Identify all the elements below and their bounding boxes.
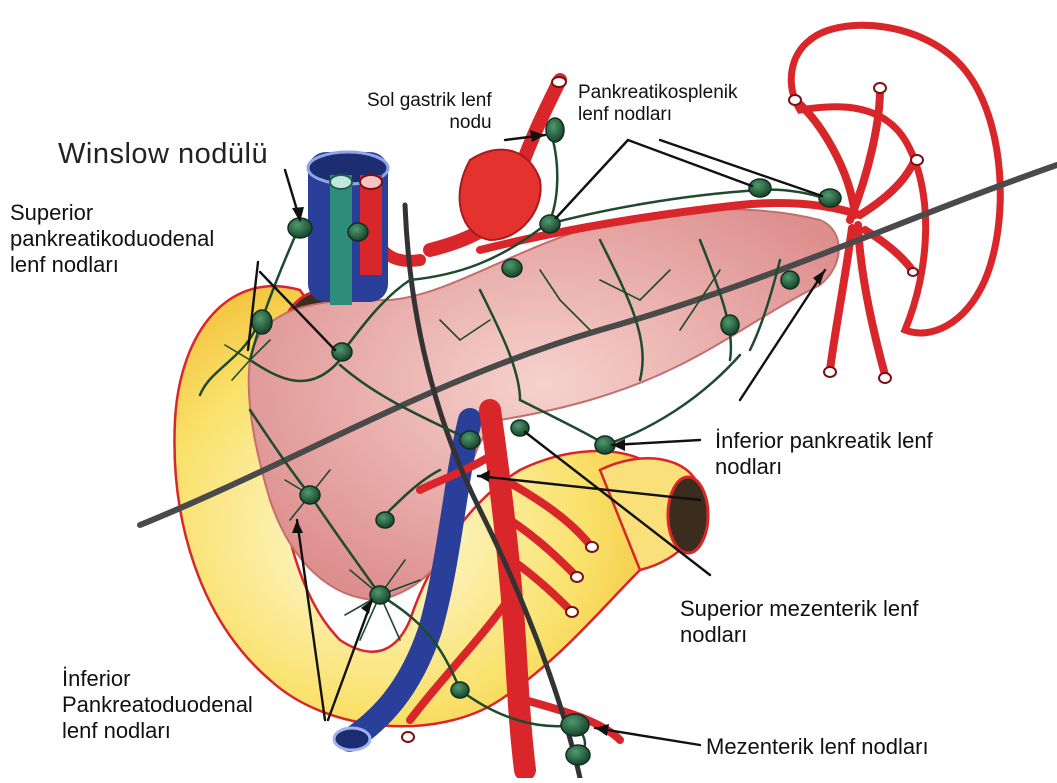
node-sup-pd-2 [332,343,352,361]
label-inferior-pankreatoduodenal: İnferior Pankreatoduodenal lenf nodları [62,666,253,744]
label-sup-pd-line-3: lenf nodları [10,252,214,278]
label-sol-gastrik: Sol gastrik lenf nodu [367,90,492,135]
portal-vein [330,175,352,305]
node-mesenteric-2 [566,745,590,765]
leader-pank-splenik-a [556,140,628,218]
node-sup-pd-1 [252,310,272,334]
node-inf-pancreatic-2 [721,315,739,335]
label-winslow-line-1: Winslow nodülü [58,137,268,171]
smv-lumen [334,728,370,750]
label-sup-mez-line-1: Superior mezenterik lenf [680,596,918,622]
gastric-artery-end [552,77,566,87]
node-inf-pd-1 [300,486,320,504]
label-inf-pank-line-1: İnferior pankreatik lenf [715,428,933,454]
node-pancreatic-upper [502,259,522,277]
leader-pank-splenik-b [628,140,752,186]
label-inf-pd-line-1: İnferior [62,666,253,692]
label-sup-pd-line-1: Superior [10,200,214,226]
node-left-gastric [546,118,564,142]
label-sup-mez-line-2: nodları [680,622,918,648]
label-inf-pd-line-2: Pankreatoduodenal [62,692,253,718]
label-inf-pd-line-3: lenf nodları [62,718,253,744]
node-mesenteric-3 [451,682,469,698]
leader-pank-splenik-c [660,140,822,196]
node-pancreaticosplenic-2 [749,179,771,197]
label-inferior-pankreatik: İnferior pankreatik lenf nodları [715,428,933,480]
leader-inf-pank-a [612,440,700,445]
node-pancreaticosplenic-3 [819,189,841,207]
label-superior-mezenterik: Superior mezenterik lenf nodları [680,596,918,648]
node-sup-mesenteric-1 [460,431,480,449]
node-inf-pd-2 [370,586,390,604]
label-pank-splenik-line-2: lenf nodları [578,104,737,126]
node-inf-pd-3 [376,512,394,528]
node-mesenteric-1 [561,714,589,736]
label-pank-splenik-line-1: Pankreatikosplenik [578,82,737,104]
node-pancreatic-tail [781,271,799,289]
label-mezenterik: Mezenterik lenf nodları [706,734,929,760]
label-superior-pankreatikoduodenal: Superior pankreatikoduodenal lenf nodlar… [10,200,214,278]
label-inf-pank-line-2: nodları [715,454,933,480]
label-sup-pd-line-2: pankreatikoduodenal [10,226,214,252]
node-hepatic [348,223,368,241]
label-winslow: Winslow nodülü [58,137,268,171]
label-pankreatikosplenik: Pankreatikosplenik lenf nodları [578,82,737,127]
spleen-outline [791,25,1000,333]
label-mezenterik-line-1: Mezenterik lenf nodları [706,734,929,760]
label-sol-gastrik-line-2: nodu [367,112,492,134]
label-sol-gastrik-line-1: Sol gastrik lenf [367,90,492,112]
duodenum-lumen-right [668,477,708,553]
stomach-fragment [460,150,541,240]
